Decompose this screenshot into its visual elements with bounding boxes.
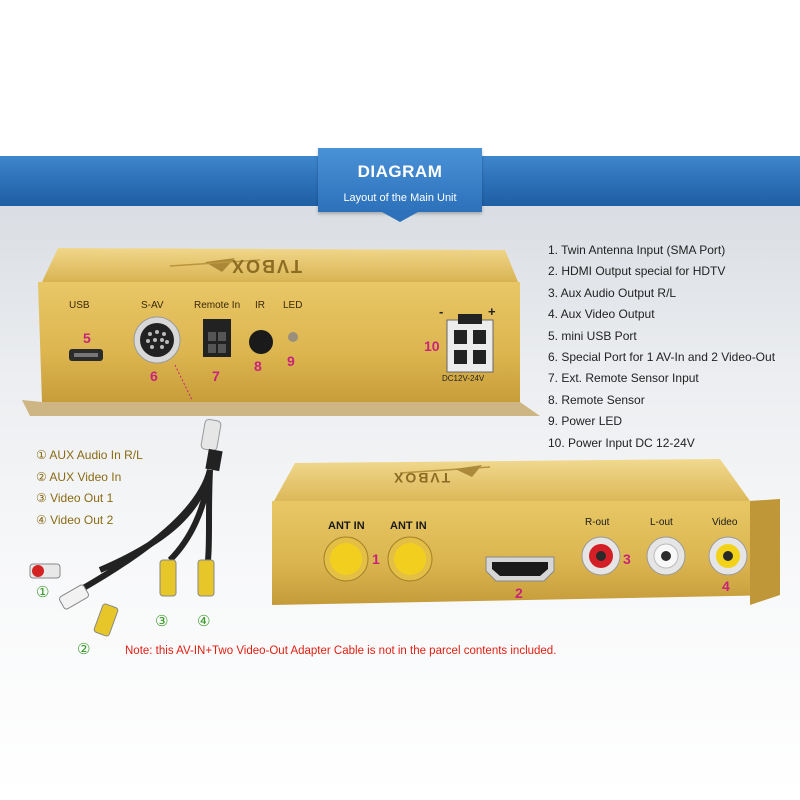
- power-port: [446, 314, 494, 373]
- antenna-port-2: [387, 536, 433, 582]
- front-unit-side: [750, 499, 780, 605]
- remote-in-port: [203, 319, 231, 357]
- power-plus: +: [488, 304, 496, 319]
- diagram-banner: DIAGRAM Layout of the Main Unit: [0, 148, 800, 222]
- rca-white-jack: [646, 536, 686, 576]
- parcel-note: Note: this AV-IN+Two Video-Out Adapter C…: [125, 645, 557, 657]
- rear-unit-face: [38, 282, 520, 402]
- ant-in-1-label: ANT IN: [328, 520, 365, 532]
- port-legend: 1. Twin Antenna Input (SMA Port) 2. HDMI…: [548, 240, 798, 454]
- usb-label: USB: [69, 300, 90, 311]
- cable-item: ④ Video Out 2: [36, 512, 114, 527]
- cable-item: ① AUX Audio In R/L: [36, 448, 143, 462]
- rca-yellow-plug-1: [93, 603, 119, 637]
- l-out-label: L-out: [650, 517, 673, 528]
- remote-in-label: Remote In: [194, 300, 241, 311]
- port-number-5: 5: [83, 330, 91, 346]
- cable-plug: [200, 418, 222, 452]
- front-unit-top: [274, 459, 750, 501]
- port-number-4: 4: [722, 578, 730, 594]
- rca-yellow-plug-3: [197, 559, 215, 597]
- rca-yellow-plug-2: [159, 559, 177, 597]
- rear-unit-image: [22, 248, 540, 416]
- antenna-port-1: [323, 536, 369, 582]
- port-number-2: 2: [515, 585, 523, 601]
- legend-item: 3. Aux Audio Output R/L: [548, 285, 677, 300]
- sav-label: S-AV: [141, 300, 164, 311]
- cable-item: ② AUX Video In: [36, 469, 122, 484]
- port-number-3: 3: [623, 551, 631, 567]
- pointer-line: [174, 364, 193, 401]
- legend-item: 2. HDMI Output special for HDTV: [548, 264, 726, 279]
- power-voltage-label: DC12V-24V: [442, 374, 485, 383]
- adapter-cable-image: [29, 364, 223, 637]
- usb-port: [69, 349, 103, 361]
- front-logo-text: TVBOX: [392, 470, 451, 486]
- front-logo-mark: [399, 465, 491, 477]
- cable-marker-3: ③: [155, 613, 169, 630]
- port-number-7: 7: [212, 368, 220, 384]
- cable-item: ③ Video Out 1: [36, 491, 114, 505]
- rca-white-plug: [58, 584, 90, 610]
- ir-label: IR: [255, 300, 265, 311]
- port-number-10: 10: [424, 338, 440, 354]
- rear-unit-base: [22, 400, 540, 416]
- legend-item: 9. Power LED: [548, 414, 623, 429]
- video-label: Video: [712, 517, 738, 528]
- rca-red-plug: [29, 563, 61, 579]
- led-label: LED: [283, 300, 303, 311]
- legend-item: 8. Remote Sensor: [548, 392, 645, 407]
- legend-item: 7. Ext. Remote Sensor Input: [548, 371, 699, 386]
- rca-yellow-jack: [708, 536, 748, 576]
- port-number-1: 1: [372, 551, 380, 567]
- port-number-9: 9: [287, 353, 295, 369]
- logo-mark: [169, 258, 261, 272]
- legend-item: 6. Special Port for 1 AV-In and 2 Video-…: [548, 349, 776, 364]
- cable-marker-4: ④: [197, 613, 211, 630]
- legend-item: 10. Power Input DC 12-24V: [548, 435, 695, 450]
- legend-item: 1. Twin Antenna Input (SMA Port): [548, 243, 726, 257]
- power-led: [288, 332, 298, 342]
- cable-marker-2: ②: [77, 641, 91, 658]
- ant-in-2-label: ANT IN: [390, 520, 427, 532]
- banner-subtitle: Layout of the Main Unit: [343, 192, 457, 204]
- port-number-6: 6: [150, 368, 158, 384]
- r-out-label: R-out: [585, 517, 610, 528]
- legend-item: 5. mini USB Port: [548, 328, 637, 343]
- sav-port: [133, 316, 181, 364]
- ir-sensor: [249, 330, 273, 354]
- cable-marker-1: ①: [36, 584, 50, 601]
- cable-items: ① AUX Audio In R/L ② AUX Video In ③ Vide…: [36, 445, 143, 531]
- hdmi-port: [485, 556, 555, 582]
- rear-unit-top: [42, 248, 518, 282]
- legend-item: 4. Aux Video Output: [548, 307, 655, 322]
- banner-title: DIAGRAM: [357, 162, 443, 181]
- port-number-8: 8: [254, 358, 262, 374]
- rca-red-jack: [581, 536, 621, 576]
- power-minus: -: [439, 304, 444, 319]
- logo-text: TVBOX: [230, 256, 303, 276]
- banner-tab: [318, 148, 482, 222]
